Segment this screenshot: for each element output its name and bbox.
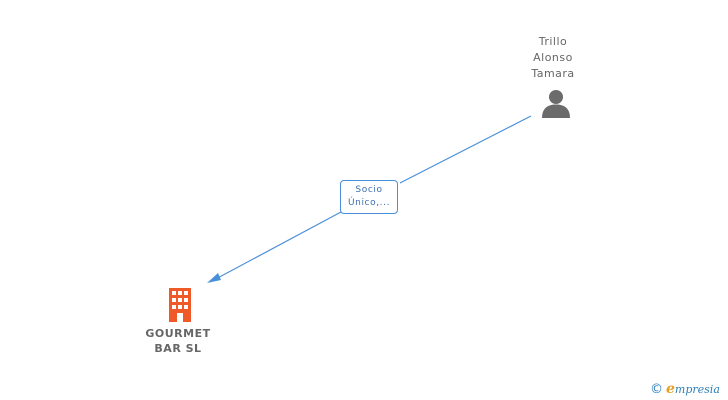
- company-name-line-1: GOURMET: [145, 327, 211, 340]
- person-name-line-1: Trillo: [538, 35, 568, 48]
- arrow-head-icon: [207, 273, 221, 283]
- copyright-icon: ©: [650, 382, 663, 397]
- building-icon[interactable]: [166, 288, 194, 322]
- person-name[interactable]: Trillo Alonso Tamara: [512, 34, 594, 82]
- relation-edge-upper: [399, 115, 532, 184]
- person-name-line-2: Alonso: [533, 51, 573, 64]
- company-name-line-2: BAR SL: [154, 342, 202, 355]
- relation-label-line-2: Único,...: [347, 198, 391, 208]
- relation-label[interactable]: Socio Único,...: [340, 180, 398, 214]
- empresia-watermark: ©empresia: [650, 380, 728, 398]
- person-name-line-3: Tamara: [531, 67, 575, 80]
- person-icon[interactable]: [540, 89, 572, 119]
- company-name[interactable]: GOURMET BAR SL: [128, 326, 228, 356]
- relation-label-line-1: Socio: [355, 185, 383, 195]
- brand-initial: e: [666, 381, 675, 397]
- brand-name: mpresia: [674, 383, 720, 396]
- relation-edge-lower: [211, 211, 342, 282]
